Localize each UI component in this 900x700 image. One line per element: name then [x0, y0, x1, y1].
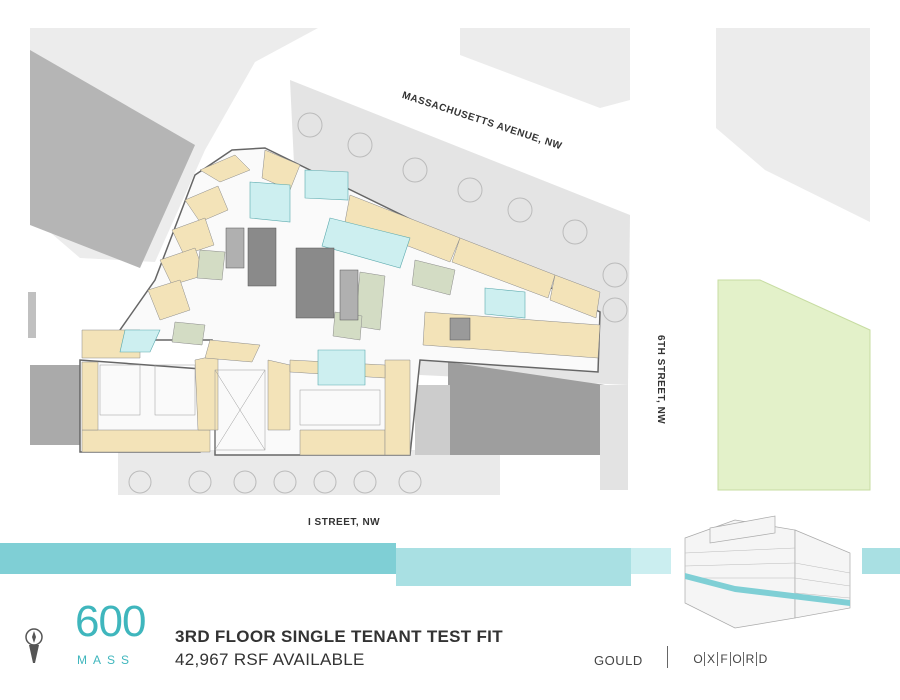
accent-band-3	[631, 548, 671, 574]
private-offices	[81, 149, 601, 456]
accent-band-1	[0, 543, 396, 574]
oxford-letter: D	[756, 652, 769, 666]
building-cores	[225, 227, 471, 341]
brand-number: 600	[75, 597, 146, 646]
street-label-6th: 6TH STREET, NW	[655, 335, 666, 425]
floor-plan	[28, 28, 871, 495]
gould-logo: GOULD	[594, 653, 643, 668]
logo-divider	[667, 646, 668, 668]
park-area	[717, 279, 871, 491]
brand-word: MASS	[77, 653, 136, 667]
building-rendering-icon	[684, 515, 851, 629]
conference-rooms	[119, 169, 526, 386]
oxford-letter: O	[693, 652, 703, 666]
accent-band-2	[396, 548, 631, 586]
street-label-i: I STREET, NW	[308, 517, 381, 528]
oxford-letter: R	[743, 652, 756, 666]
oxford-letter: O	[730, 652, 743, 666]
oxford-letter: X	[704, 652, 717, 666]
open-office-areas	[99, 364, 381, 451]
torch-logo-icon	[25, 628, 43, 663]
accent-band-4	[862, 548, 900, 574]
page-subtitle: 42,967 RSF AVAILABLE	[175, 650, 365, 669]
page-title: 3RD FLOOR SINGLE TENANT TEST FIT	[175, 627, 503, 646]
oxford-letter: F	[717, 652, 730, 666]
street-trees	[128, 112, 628, 494]
oxford-logo: O X F O R D	[692, 652, 769, 666]
